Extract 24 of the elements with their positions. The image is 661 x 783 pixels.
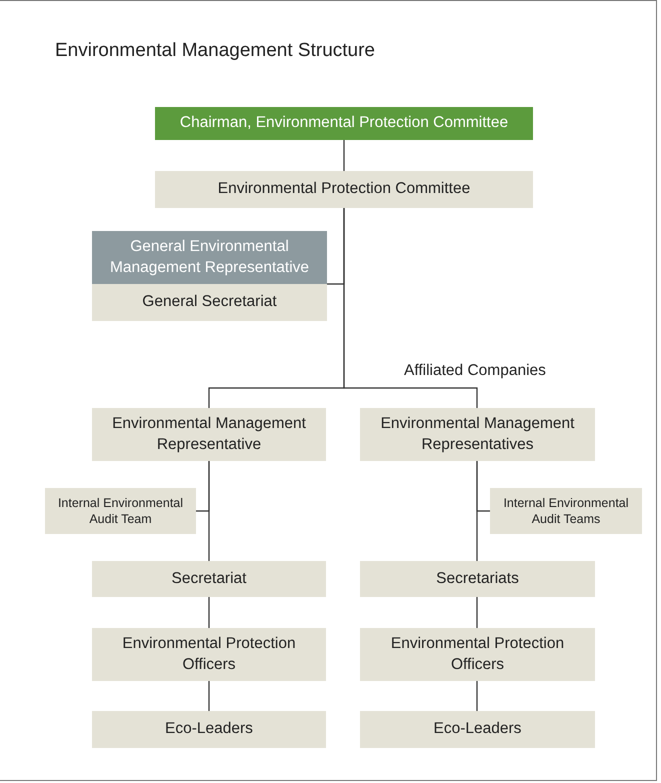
org-box: Eco-Leaders bbox=[360, 711, 595, 748]
connector-line bbox=[476, 681, 478, 711]
connector-line bbox=[208, 681, 210, 711]
connector-line bbox=[343, 208, 478, 408]
org-box: Environmental Protection Officers bbox=[92, 628, 326, 681]
org-box: Environmental Protection Officers bbox=[360, 628, 595, 681]
org-box: General Environmental Management Representative bbox=[92, 231, 327, 284]
org-box: Secretariat bbox=[92, 561, 326, 597]
org-box: Environmental Management Representative bbox=[92, 408, 326, 461]
org-box: Internal Environmental Audit Team bbox=[45, 488, 196, 534]
org-box: Secretariats bbox=[360, 561, 595, 597]
org-box: General Secretariat bbox=[92, 284, 327, 321]
connector-line bbox=[476, 461, 490, 512]
org-box: Chairman, Environmental Protection Committee bbox=[155, 107, 533, 140]
connector-line bbox=[196, 461, 210, 512]
connector-line bbox=[476, 597, 478, 628]
connector-line bbox=[343, 140, 345, 171]
org-box: Internal Environmental Audit Teams bbox=[490, 488, 642, 534]
group-heading: Affiliated Companies bbox=[404, 362, 546, 380]
connector-line bbox=[208, 597, 210, 628]
diagram-title: Environmental Management Structure bbox=[55, 40, 375, 62]
org-box: Environmental Protection Committee bbox=[155, 171, 533, 208]
org-box: Eco-Leaders bbox=[92, 711, 326, 748]
org-box: Environmental Management Representatives bbox=[360, 408, 595, 461]
